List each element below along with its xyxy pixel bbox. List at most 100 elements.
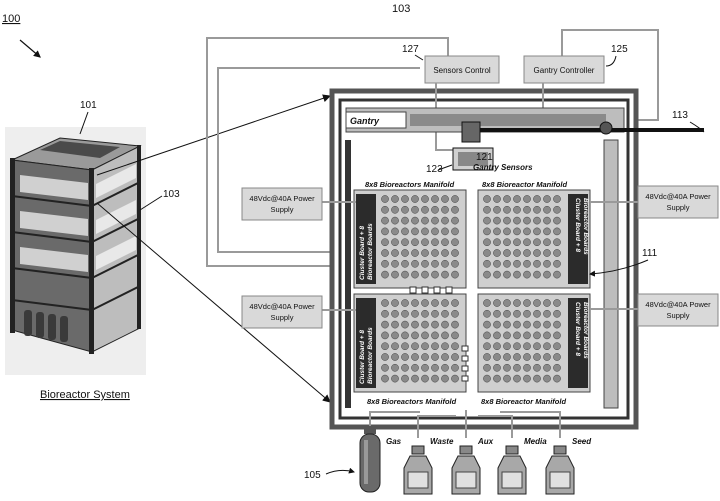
bioreactor-well <box>381 299 389 307</box>
sensors-control-label: Sensors Control <box>433 66 491 75</box>
ref-125-label: 125 <box>611 44 628 55</box>
bioreactor-well <box>431 309 439 318</box>
ref-113-label: 113 <box>672 110 688 121</box>
bioreactor-well <box>523 249 531 257</box>
bioreactor-well <box>543 363 551 372</box>
manifold-connectors <box>409 286 469 382</box>
bioreactor-well <box>401 238 409 247</box>
bioreactor-well <box>421 227 429 236</box>
bioreactor-well <box>421 238 429 247</box>
fluid-lines <box>369 410 561 438</box>
bioreactor-well <box>421 259 429 268</box>
ref-103-side-label: 103 <box>163 189 180 200</box>
bioreactor-well <box>421 331 429 340</box>
figure-ref-label: 100 <box>2 13 20 25</box>
bioreactor-well <box>533 195 541 203</box>
bioreactor-well <box>483 259 491 268</box>
bioreactor-well <box>451 374 459 383</box>
bioreactor-well <box>493 331 501 340</box>
bioreactor-well <box>513 216 521 225</box>
bioreactor-well <box>533 249 541 257</box>
bioreactor-well <box>431 374 439 383</box>
bioreactor-well <box>411 342 419 351</box>
bioreactor-well <box>503 299 511 307</box>
bioreactor-well <box>381 363 389 372</box>
bioreactor-well <box>533 363 541 372</box>
bioreactor-well <box>381 195 389 203</box>
bottle-media <box>497 445 527 495</box>
bioreactor-well <box>493 249 501 257</box>
ref-111-label: 111 <box>642 248 658 259</box>
bioreactor-well <box>431 249 439 257</box>
bioreactor-well <box>431 363 439 372</box>
power-supply-top-left: 48Vdc@40A Power Supply <box>241 187 356 221</box>
bioreactor-well <box>503 331 511 340</box>
bioreactor-well <box>381 270 389 279</box>
bioreactor-well <box>503 259 511 268</box>
power-supply-label-4b: Supply <box>667 311 690 320</box>
bioreactor-well <box>441 227 449 236</box>
ref-127-label: 127 <box>402 44 419 55</box>
bioreactor-well <box>523 320 531 329</box>
cluster-board-text-top-right-2: Bioreactor Boards <box>582 198 589 255</box>
power-supply-label-1b: Supply <box>271 205 294 214</box>
bioreactor-well <box>451 259 459 268</box>
left-rail <box>345 140 351 408</box>
bioreactor-well <box>513 374 521 383</box>
ref-105-leader <box>325 467 355 475</box>
bioreactor-well <box>513 363 521 372</box>
bioreactor-well <box>391 195 399 203</box>
bioreactor-well <box>523 353 531 361</box>
bioreactor-well <box>421 299 429 307</box>
bioreactor-well <box>493 227 501 236</box>
bioreactor-well <box>451 331 459 340</box>
bioreactor-well <box>523 299 531 307</box>
gantry-label: Gantry <box>350 116 380 126</box>
bioreactor-well <box>441 216 449 225</box>
bioreactor-well <box>513 227 521 236</box>
bioreactor-well <box>523 270 531 279</box>
bioreactor-well <box>513 238 521 247</box>
bioreactor-well <box>543 227 551 236</box>
bioreactor-well <box>513 331 521 340</box>
cluster-board-text-top-left-2: Bioreactor Boards <box>367 223 374 280</box>
bottle-aux <box>451 445 481 495</box>
ref-101-label: 101 <box>80 100 97 111</box>
bioreactor-well <box>401 205 409 214</box>
bioreactor-well <box>533 205 541 214</box>
cluster-board-bottom-right <box>568 298 588 388</box>
bioreactor-well <box>431 270 439 279</box>
bioreactor-well <box>391 227 399 236</box>
bioreactor-well <box>553 270 561 279</box>
container-label-media: Media <box>524 437 547 446</box>
bioreactor-well <box>451 309 459 318</box>
bioreactor-well <box>523 195 531 203</box>
bioreactor-well <box>401 249 409 257</box>
bioreactor-well <box>523 309 531 318</box>
bioreactor-well <box>493 216 501 225</box>
bioreactor-well <box>533 216 541 225</box>
bioreactor-well <box>513 342 521 351</box>
ref-125-leader <box>605 55 617 67</box>
bioreactor-well <box>441 205 449 214</box>
bioreactor-well <box>553 342 561 351</box>
manifold-label-top-left: 8x8 Bioreactors Manifold <box>365 180 455 189</box>
bioreactor-well <box>451 195 459 203</box>
bioreactor-well <box>513 309 521 318</box>
bioreactor-well <box>493 238 501 247</box>
bioreactor-well <box>543 353 551 361</box>
bioreactor-well <box>523 216 531 225</box>
bioreactor-well <box>523 238 531 247</box>
bioreactor-well <box>533 342 541 351</box>
bioreactor-well <box>503 195 511 203</box>
bioreactor-well <box>493 270 501 279</box>
bioreactor-well <box>503 320 511 329</box>
bioreactor-well <box>503 249 511 257</box>
bioreactor-well <box>401 320 409 329</box>
ref-103-side-leader <box>139 195 163 211</box>
bioreactor-well <box>391 353 399 361</box>
bioreactor-well <box>503 374 511 383</box>
bioreactor-well <box>401 331 409 340</box>
expansion-line-bottom <box>96 202 331 403</box>
cluster-board-text-bottom-left-1: Cluster Board + 8 <box>359 330 366 384</box>
